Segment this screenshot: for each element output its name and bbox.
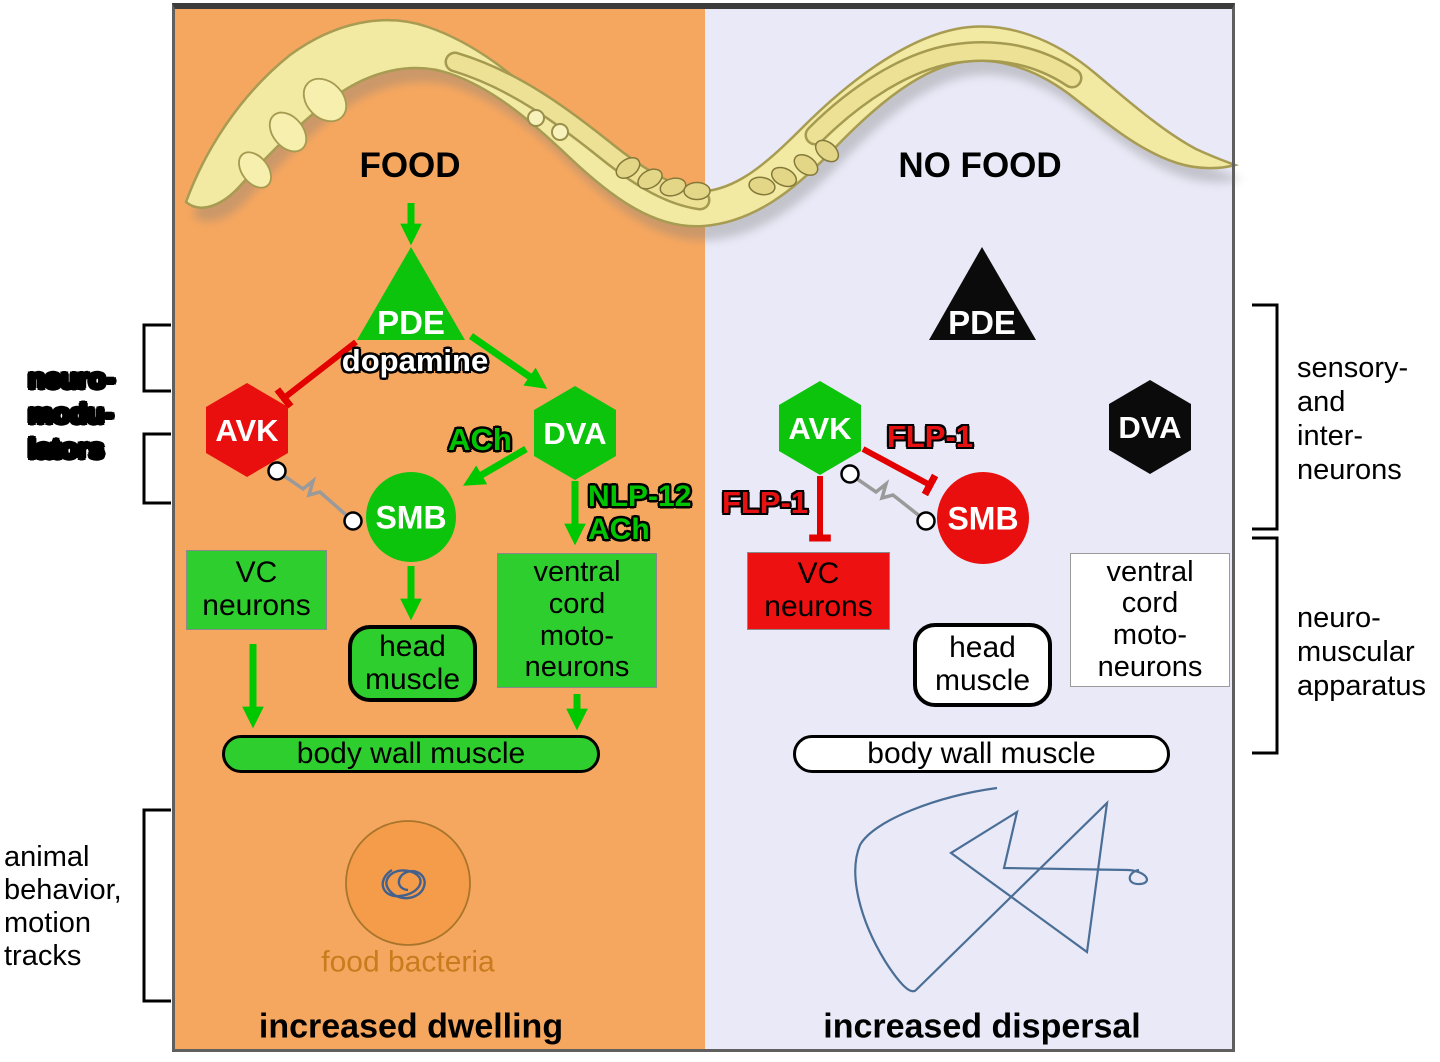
neuromuscular-bracket xyxy=(1252,536,1279,755)
annotation-brackets xyxy=(142,303,1279,1003)
dispersal-caption: increased dispersal xyxy=(823,1007,1141,1046)
dwelling-caption: increased dwelling xyxy=(258,1007,564,1046)
pde-triangle-nofood xyxy=(929,247,1036,340)
food-bacteria-label: food bacteria xyxy=(321,945,495,979)
dispersal-track xyxy=(854,786,1149,993)
food-title: FOOD xyxy=(359,145,461,185)
neuromodulators-label: neuro- modu- lators xyxy=(27,362,116,465)
dva-to-smb-arrow xyxy=(463,445,528,486)
neuromuscular-apparatus-label: neuro- muscular apparatus xyxy=(1297,602,1426,702)
behavior-tracks-label: animal behavior, motion tracks xyxy=(4,841,122,972)
dva-hexagon-food xyxy=(534,386,616,480)
worm-shadow xyxy=(193,34,1242,241)
pde-label-nofood: PDE xyxy=(948,303,1016,341)
avk-smb-gap-junction-food xyxy=(267,461,363,531)
pde-label-food: PDE xyxy=(377,303,445,341)
worm-oocytes xyxy=(527,109,569,141)
worm-pharynx xyxy=(238,77,348,189)
ventral-cord-box-food: ventral cord moto- neurons xyxy=(497,553,657,688)
ach-label: ACh xyxy=(448,421,513,457)
nlp12-ach-label: NLP-12 ACh xyxy=(587,479,692,546)
neuromodulator-bracket-top xyxy=(142,323,171,393)
smb-circle-nofood xyxy=(937,472,1029,564)
dopamine-label: dopamine xyxy=(341,342,489,379)
avk-smb-gap-junction-nofood xyxy=(840,464,936,531)
avk-label-nofood: AVK xyxy=(788,410,852,446)
no-food-circuit xyxy=(779,247,1191,993)
no-food-title: NO FOOD xyxy=(898,145,1062,185)
pde-avk-inhibition xyxy=(274,339,358,409)
head-muscle-box-food: head muscle xyxy=(348,625,477,702)
vc-neurons-box-nofood: VC neurons xyxy=(747,552,890,630)
body-wall-muscle-food: body wall muscle xyxy=(222,735,600,773)
ventral-cord-box-nofood: ventral cord moto- neurons xyxy=(1070,553,1230,687)
smb-circle-food xyxy=(366,472,456,562)
dva-hexagon-nofood xyxy=(1109,380,1191,474)
worm-body xyxy=(184,18,1239,228)
neuromodulator-bracket-bottom xyxy=(142,432,171,505)
c-elegans-worm-illustration xyxy=(184,18,1242,241)
avk-hexagon-food xyxy=(206,383,288,477)
sensory-interneuron-bracket xyxy=(1252,303,1279,531)
food-circuit xyxy=(206,203,616,946)
avk-hexagon-nofood xyxy=(779,381,861,475)
flp1-smb-label: FLP-1 xyxy=(886,418,974,454)
dwelling-track xyxy=(381,868,426,900)
head-muscle-box-nofood: head muscle xyxy=(913,623,1052,707)
avk-label-food: AVK xyxy=(215,412,279,448)
sensory-interneurons-label: sensory- and inter- neurons xyxy=(1297,352,1409,486)
body-wall-muscle-nofood: body wall muscle xyxy=(793,735,1170,773)
vc-neurons-box-food: VC neurons xyxy=(186,550,327,630)
avk-smb-inhibition xyxy=(861,446,939,497)
flp1-vc-label: FLP-1 xyxy=(721,484,809,520)
dva-label-food: DVA xyxy=(543,415,607,451)
food-bacteria-circle xyxy=(345,820,471,946)
pde-to-dva-arrow xyxy=(469,333,548,389)
pde-triangle-food xyxy=(357,247,465,340)
behavior-bracket xyxy=(142,808,171,1003)
smb-label-food: SMB xyxy=(375,499,447,536)
smb-label-nofood: SMB xyxy=(947,500,1019,537)
dva-label-nofood: DVA xyxy=(1118,409,1182,445)
worm-eggs xyxy=(615,139,840,201)
